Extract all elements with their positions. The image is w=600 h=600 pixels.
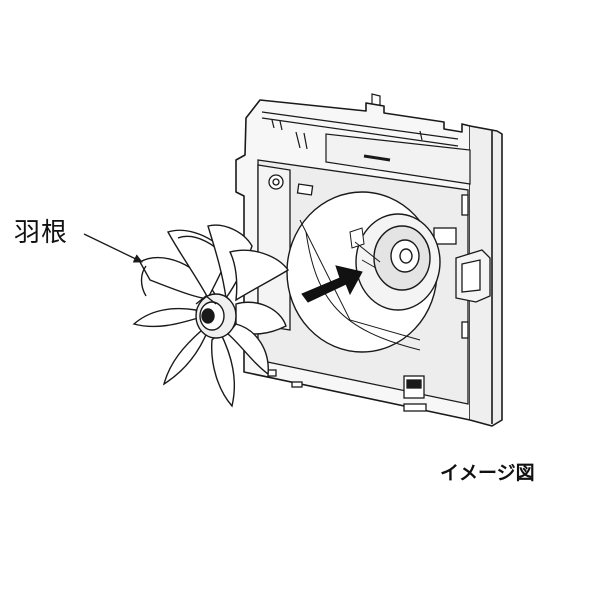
side-tab <box>455 249 491 303</box>
fan-blade <box>132 224 290 408</box>
top-rim <box>261 93 471 185</box>
fan-blade-label: 羽根 <box>14 218 69 248</box>
image-caption: イメージ図 <box>440 462 535 484</box>
fan-leader-arrow <box>83 233 143 263</box>
pointer-arrow <box>301 265 363 303</box>
